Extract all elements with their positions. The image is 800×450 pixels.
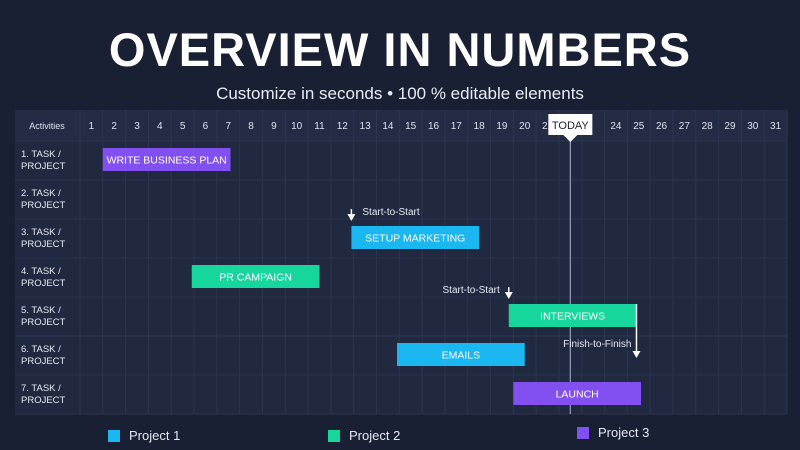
day-tick-label: 18 (474, 121, 486, 132)
day-tick-label: 25 (633, 121, 645, 132)
day-tick-label: 15 (405, 121, 417, 132)
task-bar-label: LAUNCH (556, 389, 599, 401)
today-marker-pointer (563, 135, 578, 142)
legend-label-project-3: Project 3 (598, 425, 650, 440)
task-bar (513, 382, 642, 405)
day-tick-label: 10 (291, 121, 303, 132)
page-subtitle: Customize in seconds • 100 % editable el… (216, 84, 584, 103)
day-tick-label: 17 (451, 121, 463, 132)
legend-label-project-2: Project 2 (349, 428, 401, 443)
legend-swatch-project-3 (577, 426, 589, 439)
day-tick-label: 20 (519, 121, 531, 132)
day-tick-label: 12 (337, 121, 349, 132)
legend-label-project-1: Project 1 (129, 428, 181, 443)
row-label: PROJECT (21, 200, 66, 211)
today-label: TODAY (552, 120, 590, 132)
day-tick-label: 19 (496, 121, 508, 132)
task-bar (351, 226, 480, 249)
row-label: 7. TASK / (21, 383, 61, 394)
task-bar-label: SETUP MARKETING (365, 233, 465, 245)
legend-swatch-project-2 (328, 429, 340, 442)
day-tick-label: 5 (180, 121, 186, 132)
day-tick-label: 24 (610, 121, 622, 132)
activities-header: Activities (29, 121, 65, 131)
day-tick-label: 9 (271, 121, 277, 132)
row-label: PROJECT (21, 239, 66, 250)
dependency-arrowhead (347, 214, 356, 221)
dependency-label: Start-to-Start (443, 285, 500, 296)
page-title: OVERVIEW IN NUMBERS (108, 23, 692, 76)
row-label: 1. TASK / (21, 149, 61, 160)
day-tick-label: 14 (382, 121, 394, 132)
legend-item-project-2: Project 2 (328, 428, 400, 443)
day-tick-label: 31 (770, 121, 782, 132)
day-tick-label: 16 (428, 121, 440, 132)
task-bar (508, 304, 637, 327)
task-bar-label: INTERVIEWS (540, 311, 605, 323)
row-label: 3. TASK / (21, 227, 61, 238)
task-bar-label: EMAILS (442, 350, 481, 362)
day-tick-label: 11 (314, 121, 325, 132)
day-tick-label: 4 (157, 121, 163, 132)
day-tick-label: 21 (542, 121, 554, 132)
dependency-arrowhead (632, 351, 641, 358)
day-tick-label: 13 (360, 121, 372, 132)
legend-item-project-1: Project 1 (108, 428, 180, 443)
row-label: PROJECT (21, 317, 66, 328)
row-label: 5. TASK / (21, 305, 61, 316)
grid-header (15, 110, 787, 141)
row-label: 4. TASK / (21, 266, 61, 277)
legend-swatch-project-1 (108, 429, 120, 442)
dependency-label: Start-to-Start (362, 207, 419, 218)
row-label: PROJECT (21, 161, 66, 172)
today-marker (548, 114, 593, 135)
row-label: PROJECT (21, 395, 66, 406)
task-bar (191, 265, 320, 288)
day-tick-label: 29 (724, 121, 736, 132)
task-bar-label: PR CAMPAIGN (219, 272, 292, 284)
day-tick-label: 7 (225, 121, 231, 132)
day-tick-label: 28 (702, 121, 714, 132)
day-tick-label: 30 (747, 121, 759, 132)
dependency-label: Finish-to-Finish (563, 339, 631, 350)
day-tick-label: 27 (679, 121, 691, 132)
day-tick-label: 8 (248, 121, 254, 132)
day-tick-label: 6 (203, 121, 209, 132)
day-tick-label: 2 (111, 121, 117, 132)
row-label: 2. TASK / (21, 188, 61, 199)
row-label: PROJECT (21, 278, 66, 289)
task-bar-label: WRITE BUSINESS PLAN (107, 155, 227, 167)
dependency-arrowhead (504, 292, 513, 299)
legend-item-project-3: Project 3 (577, 425, 649, 440)
row-label: PROJECT (21, 356, 66, 367)
row-label: 6. TASK / (21, 344, 61, 355)
day-tick-label: 1 (89, 121, 95, 132)
day-tick-label: 3 (134, 121, 140, 132)
task-bar (102, 148, 231, 171)
day-tick-label: 26 (656, 121, 668, 132)
task-bar (397, 343, 525, 366)
